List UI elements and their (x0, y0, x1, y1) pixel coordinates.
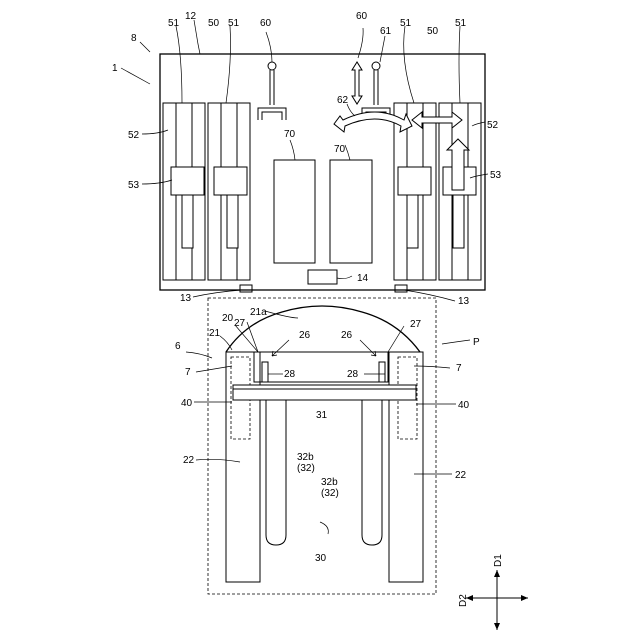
label-22-left: 22 (183, 455, 195, 466)
label-70-left: 70 (284, 129, 296, 140)
label-32b-1: 32b (297, 452, 314, 463)
label-50-right: 50 (427, 26, 439, 37)
label-32-2: (32) (321, 488, 339, 499)
rotation-arrow-icon (334, 112, 412, 132)
label-61: 61 (380, 26, 392, 37)
label-20: 20 (222, 313, 234, 324)
horizontal-double-arrow-icon (412, 112, 462, 128)
fork-32-left (266, 400, 286, 545)
label-26-right: 26 (341, 330, 353, 341)
label-32b-2: 32b (321, 477, 338, 488)
label-51-b: 51 (228, 18, 240, 29)
block-70-right (330, 160, 372, 263)
label-D2: D2 (458, 594, 469, 607)
label-13-left: 13 (180, 293, 192, 304)
label-27-right: 27 (410, 319, 422, 330)
label-27-left: 27 (234, 318, 246, 329)
label-8: 8 (131, 33, 137, 44)
parking-area-P (208, 298, 436, 594)
label-22-right: 22 (455, 470, 467, 481)
label-7-left: 7 (185, 367, 191, 378)
label-21: 21 (209, 328, 221, 339)
rack-right-outer (439, 103, 481, 280)
label-51-d: 51 (455, 18, 467, 29)
cross-bar-20 (254, 352, 388, 382)
label-21a: 21a (250, 307, 267, 318)
label-51-a: 51 (168, 18, 180, 29)
rack-left-outer (163, 103, 205, 280)
label-14: 14 (357, 273, 369, 284)
label-51-c: 51 (400, 18, 412, 29)
arrow-26-left-icon (272, 340, 289, 356)
label-52-left: 52 (128, 130, 140, 141)
label-52-right: 52 (487, 120, 499, 131)
post-28-right (379, 362, 385, 382)
connector-13-right (395, 285, 407, 292)
vertical-double-arrow-icon (352, 62, 362, 104)
label-13-right: 13 (458, 296, 470, 307)
robot-60-right (362, 62, 390, 120)
label-7-right: 7 (456, 363, 462, 374)
beam-31 (233, 385, 416, 400)
label-28-right: 28 (347, 369, 359, 380)
label-31: 31 (316, 410, 328, 421)
label-1: 1 (112, 63, 118, 74)
label-26-left: 26 (299, 330, 311, 341)
label-12: 12 (185, 11, 197, 22)
direction-axis (466, 570, 528, 630)
fork-32-right (362, 400, 382, 545)
label-40-right: 40 (458, 400, 470, 411)
label-30: 30 (315, 553, 327, 564)
label-6: 6 (175, 341, 181, 352)
label-60-right: 60 (356, 11, 368, 22)
label-D1: D1 (493, 554, 504, 567)
label-53-left: 53 (128, 180, 140, 191)
robot-60-left (258, 62, 286, 120)
label-60-left: 60 (260, 18, 272, 29)
post-28-left (262, 362, 268, 382)
block-70-left (274, 160, 315, 263)
label-53-right: 53 (490, 170, 502, 181)
arrow-26-right-icon (360, 340, 376, 356)
label-28-left: 28 (284, 369, 296, 380)
rack-left-inner (208, 103, 250, 280)
label-32-1: (32) (297, 463, 315, 474)
label-62: 62 (337, 95, 349, 106)
control-box-14 (308, 270, 337, 284)
label-40-left: 40 (181, 398, 193, 409)
connector-13-left (240, 285, 252, 292)
label-50-left: 50 (208, 18, 220, 29)
label-P: P (473, 337, 480, 348)
label-70-right: 70 (334, 144, 346, 155)
